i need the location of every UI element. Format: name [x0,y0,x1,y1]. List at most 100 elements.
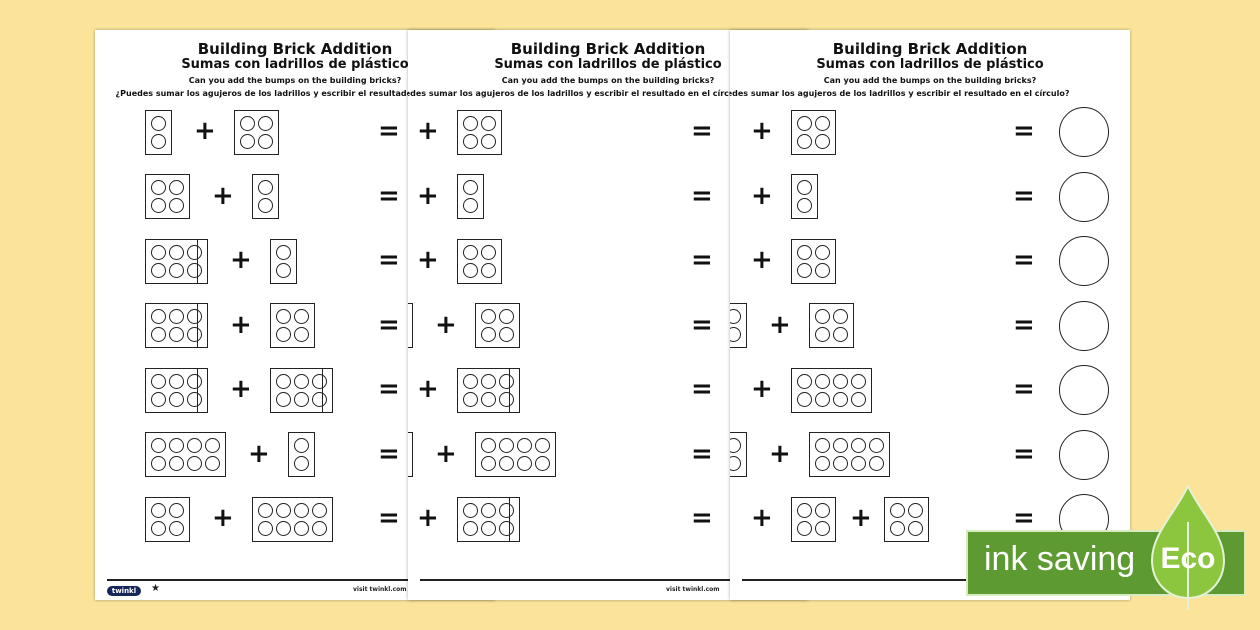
answer-circle[interactable] [1059,300,1109,351]
equals-sign: = [1013,180,1035,211]
brick-stud-icon [833,456,848,471]
brick-stud-icon [463,262,478,278]
plus-sign: + [417,180,439,211]
brick-stud-icon [276,262,291,278]
brick-stud-icon [481,373,496,389]
brick-divider [509,368,510,412]
building-brick [791,238,836,284]
brick-stud-icon [169,373,184,389]
brick-stud-icon [517,438,532,453]
building-brick [270,367,333,413]
brick-stud-icon [815,115,830,131]
answer-circle[interactable] [1059,429,1109,480]
brick-stud-icon [240,115,255,131]
building-brick [270,303,315,348]
brick-stud-icon [294,502,309,518]
brick-stud-icon [499,438,514,453]
eco-label: Eco [1160,542,1216,575]
answer-circle[interactable] [1059,236,1109,286]
building-brick [145,432,226,477]
plus-sign: + [417,503,439,533]
brick-stud-icon [276,244,291,260]
instruction-english: Can you add the bumps on the building br… [823,76,1037,85]
building-brick [730,303,747,348]
plus-sign: + [230,309,252,340]
brick-stud-icon [276,520,291,536]
brick-stud-icon [815,456,830,471]
building-brick [884,496,929,542]
footer-divider [107,579,483,581]
brick-stud-icon [276,391,291,407]
building-brick [145,109,172,155]
worksheet-title: Building Brick Addition [832,40,1028,58]
brick-stud-icon [797,133,812,149]
plus-sign: + [769,438,791,469]
brick-stud-icon [187,309,202,324]
brick-stud-icon [908,520,923,536]
answer-circle[interactable] [1059,171,1109,222]
brick-stud-icon [815,309,830,324]
eco-leaf-icon [1150,483,1226,610]
plus-sign: + [850,503,872,533]
building-brick [408,432,413,477]
brick-stud-icon [815,133,830,149]
brick-divider [509,497,510,541]
plus-sign: + [417,374,439,404]
brick-stud-icon [499,373,514,389]
building-brick [145,496,190,542]
equals-sign: = [378,245,400,275]
brick-stud-icon [869,456,884,471]
brick-stud-icon [258,133,273,149]
building-brick [145,238,208,284]
brick-stud-icon [151,309,166,324]
brick-stud-icon [151,373,166,389]
brick-stud-icon [151,438,166,453]
brick-stud-icon [797,198,812,213]
visit-link-text: visit twinkl.com [353,586,407,593]
brick-stud-icon [187,262,202,278]
footer-divider [742,579,1118,581]
brick-stud-icon [730,327,741,342]
building-brick [270,238,297,284]
equals-sign: = [691,245,713,275]
brick-stud-icon [797,391,812,407]
brick-stud-icon [730,438,741,453]
worksheet-subtitle: Sumas con ladrillos de plástico [181,57,409,72]
brick-stud-icon [258,520,273,536]
brick-stud-icon [797,520,812,536]
answer-circle[interactable] [1059,365,1109,415]
building-brick [457,496,520,542]
brick-stud-icon [294,373,309,389]
plus-sign: + [751,180,773,211]
brick-stud-icon [463,520,478,536]
plus-sign: + [248,438,270,469]
brick-stud-icon [169,520,184,536]
building-brick [475,303,520,348]
brick-stud-icon [833,309,848,324]
equals-sign: = [691,116,713,146]
footer-divider [420,579,796,581]
building-brick [288,432,315,477]
brick-stud-icon [730,309,741,324]
worksheet-content-3: Building Brick Addition Sumas con ladril… [730,30,1130,600]
brick-stud-icon [833,391,848,407]
brick-stud-icon [294,438,309,453]
brick-stud-icon [815,502,830,518]
instruction-spanish: ¿Puedes sumar los agujeros de los ladril… [408,89,748,98]
brick-stud-icon [187,456,202,471]
plus-sign: + [435,438,457,469]
brick-stud-icon [890,520,905,536]
brick-stud-icon [815,391,830,407]
equals-sign: = [691,374,713,404]
answer-circle[interactable] [1059,107,1109,157]
building-brick [145,174,190,219]
brick-stud-icon [869,438,884,453]
brick-stud-icon [797,262,812,278]
brick-stud-icon [890,502,905,518]
building-brick [809,303,854,348]
building-brick [457,109,502,155]
brick-stud-icon [187,373,202,389]
equals-sign: = [378,116,400,146]
brick-stud-icon [312,391,327,407]
brick-stud-icon [481,456,496,471]
